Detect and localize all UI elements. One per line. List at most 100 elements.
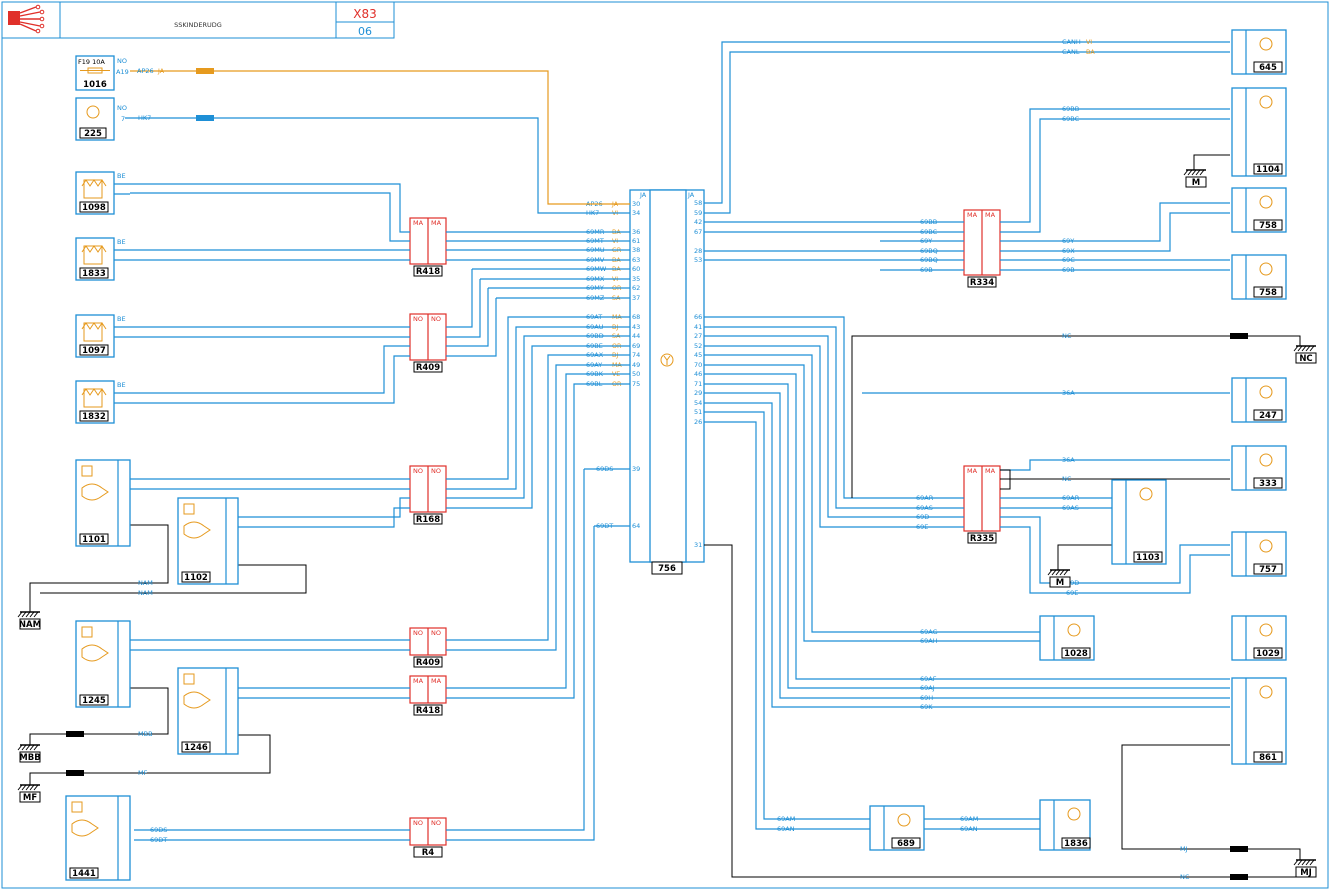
ecu-pin-17: 75: [632, 380, 640, 388]
connector-head-2: MA: [431, 219, 442, 227]
ecu-right-pin-6: 66: [694, 313, 702, 321]
label-758b: 758: [1259, 288, 1277, 298]
component-247: 247: [1231, 377, 1287, 423]
wire-color-ja: JA: [157, 68, 165, 75]
component-1104: 1104: [1231, 87, 1287, 177]
wire-69b: 69B: [1062, 266, 1075, 274]
connector-head: NO: [413, 467, 423, 475]
pin-be: BE: [117, 381, 126, 389]
wire-69ar: 69AR: [916, 494, 934, 502]
label-333: 333: [1259, 479, 1277, 489]
label-225: 225: [84, 129, 102, 139]
label-1029: 1029: [1256, 649, 1280, 659]
label-1028: 1028: [1064, 649, 1088, 659]
pin-7-225: 7: [121, 115, 125, 123]
ecu-pin-5: 63: [632, 256, 640, 264]
label-1836: 1836: [1064, 839, 1088, 849]
connector-head: NO: [413, 819, 423, 827]
wire-mj: MJ: [1180, 845, 1188, 853]
ecu-pin-10: 68: [632, 313, 640, 321]
wire-nc-3: NC: [1180, 873, 1190, 881]
splice-end-1a: [1230, 333, 1248, 339]
ecu-pin-11: 43: [632, 323, 640, 331]
component-1016: F19 10A 1016 NO A19: [75, 55, 129, 91]
ecu-pin-15: 49: [632, 361, 640, 369]
ecu-right-pin-15: 54: [694, 399, 702, 407]
splice-hk7: [196, 115, 214, 121]
ground-mj: MJ: [1293, 859, 1317, 878]
right-grounds: [704, 154, 1301, 880]
component-1098: 1098 BE: [75, 171, 130, 215]
component-1102: 1102: [177, 497, 239, 585]
ecu-right-pin-9: 52: [694, 342, 702, 350]
ecu-right-pin-1: 59: [694, 209, 702, 217]
connector-head: MA: [413, 219, 424, 227]
splice-end-1a-2: [1230, 874, 1248, 880]
label-1104: 1104: [1256, 165, 1280, 175]
ground-label: M: [1056, 578, 1064, 588]
ecu-pin-16: 50: [632, 370, 640, 378]
diagram-page: 06: [358, 25, 372, 38]
ecu-pin-12: 44: [632, 332, 640, 340]
splice-mbb: [66, 731, 84, 737]
component-756: 756 JA JA: [629, 189, 705, 575]
label-689: 689: [897, 839, 915, 849]
component-689: 689: [869, 805, 925, 851]
pin-be: BE: [117, 172, 126, 180]
connector-head-2: MA: [985, 211, 996, 219]
wire-mbb: MBB: [138, 730, 153, 738]
wire-69bb-l: 69BB: [920, 218, 937, 226]
ground-mbb: MBB: [17, 744, 41, 763]
wire-69am: 69AM: [777, 815, 795, 823]
wire-69ah: 69AH: [920, 637, 938, 645]
component-758b: 758: [1231, 254, 1287, 300]
ecu-right-pin-2: 42: [694, 218, 702, 226]
ground-mf: MF: [17, 784, 41, 803]
connector-head: MA: [413, 677, 424, 685]
component-1029: 1029: [1231, 615, 1287, 661]
fuse-label: F19 10A: [78, 58, 105, 66]
connector-head: MA: [967, 211, 978, 219]
wire-69af: 69AF: [920, 675, 937, 683]
wire-mf: MF: [138, 769, 148, 777]
wire-69d-r: 69D: [1066, 579, 1079, 587]
component-1832: 1832 BE: [75, 380, 130, 424]
ground-label: M: [1192, 178, 1200, 188]
wire-hk7: HK7: [138, 114, 151, 122]
pin-ja-left: JA: [639, 191, 647, 199]
label-756: 756: [658, 564, 676, 574]
ground-nc: NC: [1293, 345, 1317, 364]
right-wiring: [704, 41, 1230, 830]
label-1832: 1832: [82, 412, 106, 422]
pin-no-225: NO: [117, 104, 127, 112]
label-1441: 1441: [72, 869, 96, 879]
ground-label: NC: [1299, 354, 1312, 364]
wire-69d: 69D: [916, 513, 929, 521]
connector-label: R335: [970, 534, 994, 544]
pin-be: BE: [117, 238, 126, 246]
pin-no: NO: [117, 57, 127, 65]
label-1245: 1245: [82, 696, 106, 706]
ecu-right-pin-4: 28: [694, 247, 702, 255]
ecu-pin-4: 38: [632, 246, 640, 254]
splice-ap26: [196, 68, 214, 74]
label-1097: 1097: [82, 346, 106, 356]
pin-39: 39: [632, 465, 640, 473]
left-grounds: [29, 524, 307, 785]
wire-69dt: 69DT: [596, 522, 613, 530]
wire-69bc: 69BC: [1062, 115, 1080, 123]
component-1028: 1028: [1039, 615, 1095, 661]
component-1103: 1103: [1111, 479, 1167, 565]
wire-69aj: 69AJ: [920, 684, 935, 692]
ecu-pin-7: 35: [632, 275, 640, 283]
wire-69ds-l: 69DS: [150, 826, 167, 834]
label-1098: 1098: [82, 203, 106, 213]
